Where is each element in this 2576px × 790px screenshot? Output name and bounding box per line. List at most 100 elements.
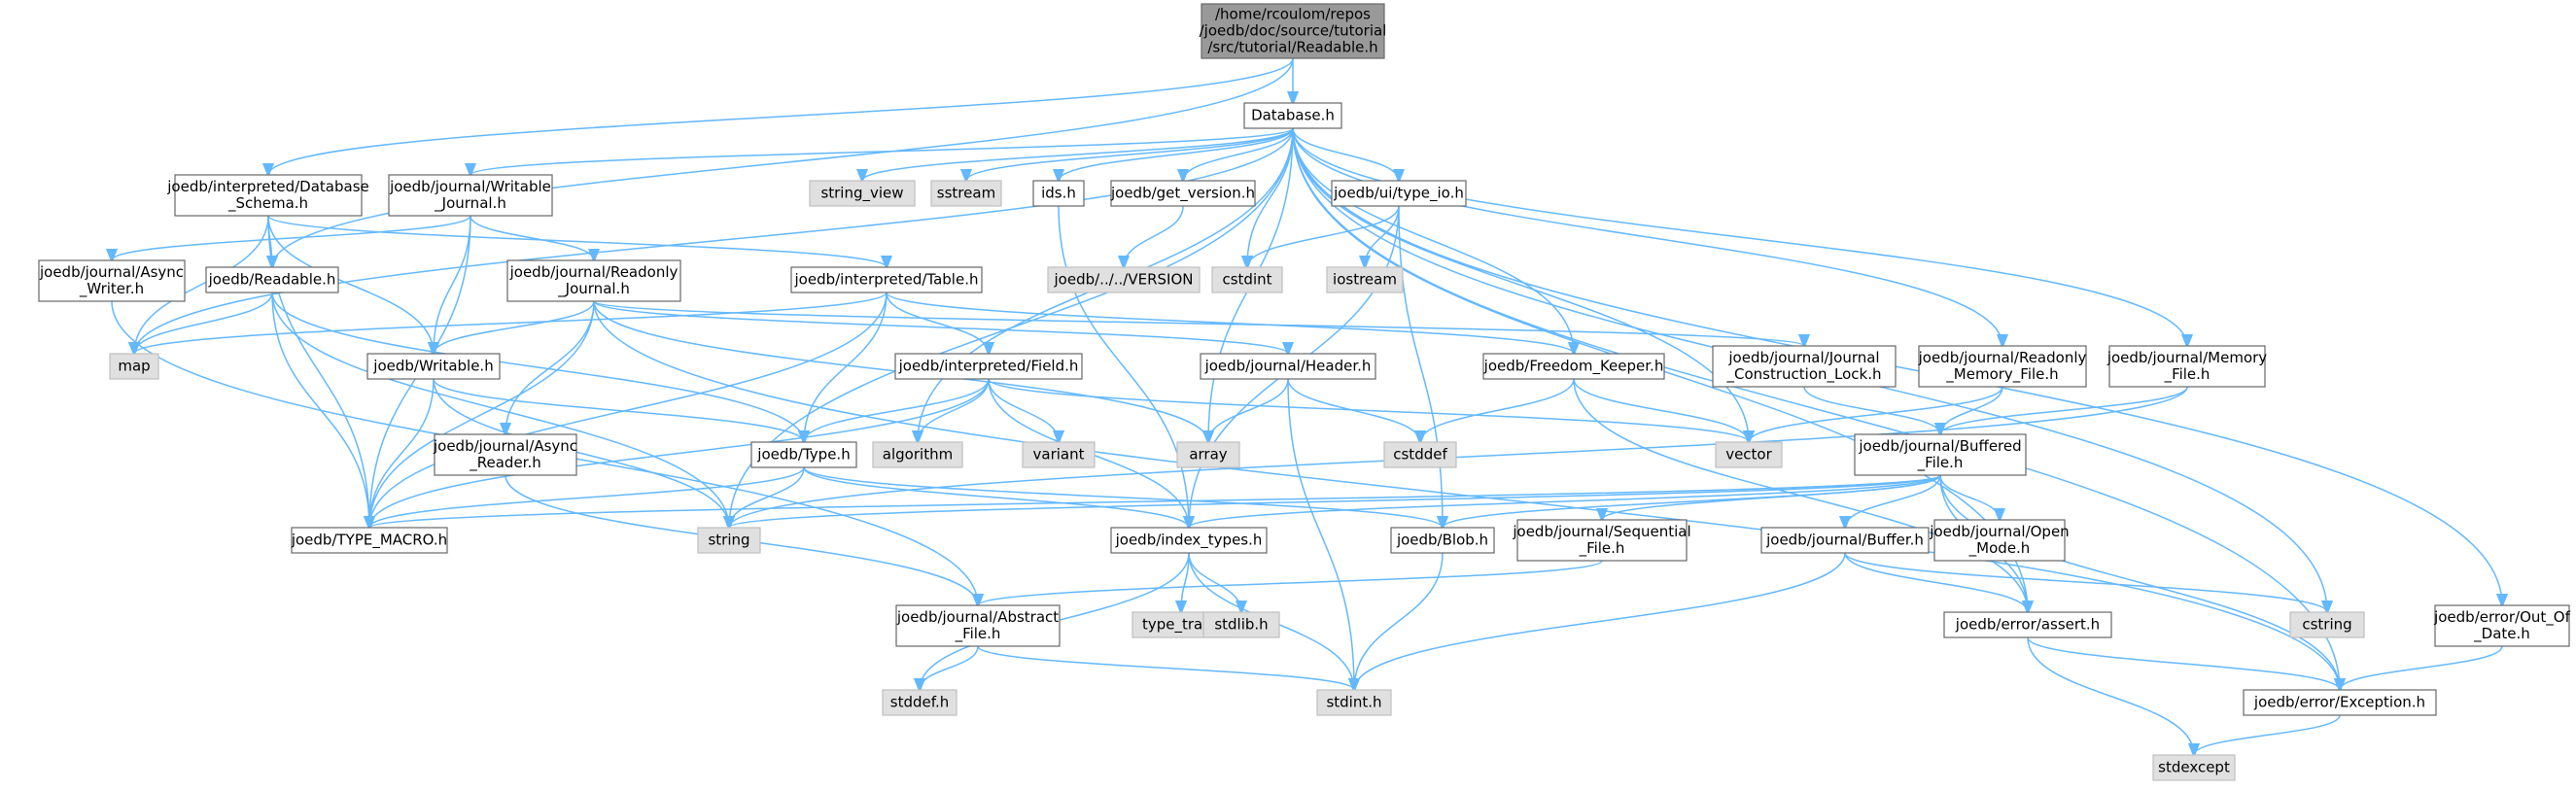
node-box [174,174,363,217]
node-label-line: /src/tutorial/Readable.h [1207,39,1377,56]
node-readable-root[interactable]: /home/rcoulom/repos/joedb/doc/source/tut… [1200,3,1387,59]
node-blob-h[interactable]: joedb/Blob.h [1390,527,1495,554]
node-label-line: joedb/TYPE_MACRO.h [291,532,447,550]
node-box [1918,345,2087,388]
node-box [930,180,1002,207]
node-journal-construction-lock[interactable]: joedb/journal/Journal_Construction_Lock.… [1712,345,1897,388]
node-interpreted-field[interactable]: joedb/interpreted/Field.h [894,353,1083,380]
edge-database_h-to-ids_h [1059,127,1294,181]
node-label-line: joedb/journal/Buffer.h [1765,532,1924,549]
edge-ids_h-to-index_types [1058,205,1189,528]
node-box [1383,441,1457,468]
node-type-macro[interactable]: joedb/TYPE_MACRO.h [291,527,448,554]
node-label-line: _Construction_Lock.h [1726,365,1882,384]
edge-database_h-to-error_out_of_date [1292,127,2502,605]
node-variant: variant [1022,441,1096,468]
edge-type_io-to-blob_h [1398,205,1443,528]
edge-sequential_file-to-abstract_file [978,560,1603,605]
node-box [1933,519,2066,562]
node-box [366,353,501,380]
node-label-line: joedb/../../VERSION [1054,271,1194,289]
node-label-line: cstddef [1393,446,1447,464]
edge-database_h-to-string_view [862,127,1294,181]
node-label-line: _Reader.h [469,454,540,472]
node-readable-h[interactable]: joedb/Readable.h [205,266,339,293]
node-box [506,259,681,302]
node-index-types[interactable]: joedb/index_types.h [1110,527,1268,554]
node-journal-async-reader[interactable]: joedb/journal/Async_Reader.h [433,433,577,476]
node-label-line: joedb/Freedom_Keeper.h [1483,358,1664,376]
node-journal-header[interactable]: joedb/journal/Header.h [1200,353,1376,380]
node-get-version[interactable]: joedb/get_version.h [1110,180,1256,207]
node-journal-buffer[interactable]: joedb/journal/Buffer.h [1760,527,1930,554]
node-journal-writable-journal[interactable]: joedb/journal/Writable_Journal.h [388,174,553,217]
edge-interpreted_field-to-variant [988,378,1059,442]
node-iostream: iostream [1326,266,1404,293]
node-label-line: joedb/journal/Journal [1727,349,1879,366]
node-label-line: joedb/interpreted/Table.h [794,271,979,289]
edge-readonly_memory_file-to-vector [1749,386,2003,442]
edge-database_h-to-map [134,127,1294,354]
node-label-line: joedb/Type.h [756,446,850,464]
node-label-line: _Date.h [2473,625,2530,643]
edge-journal_header-to-stdint_h [1287,378,1354,690]
edge-blob_h-to-stdint_h [1354,552,1444,690]
node-freedom-keeper[interactable]: joedb/Freedom_Keeper.h [1482,353,1665,380]
node-vector: vector [1715,441,1783,468]
node-box [109,353,159,380]
edge-interpreted_table-to-type_macro [369,292,888,528]
edge-freedom_keeper-to-cstddef [1420,378,1575,442]
node-error-out-of-date[interactable]: joedb/error/Out_Of_Date.h [2433,604,2571,647]
node-stdexcept: stdexcept [2152,754,2236,781]
node-box [809,180,916,207]
edge-error_assert-to-error_exception [2027,636,2340,690]
edge-interpreted_database_schema-to-map [134,215,269,354]
edge-buffered_file-to-error_exception [1939,474,2340,690]
edge-writable_h-to-string [433,378,729,528]
edge-interpreted_table-to-freedom_keeper [886,292,1574,354]
node-label-line: Database.h [1251,107,1335,124]
node-readonly-memory-file[interactable]: joedb/journal/Readonly_Memory_File.h [1918,345,2087,388]
node-label-line: _Journal.h [557,280,630,298]
node-label-line: joedb/journal/Async [433,437,577,455]
node-box [434,433,577,476]
node-label-line: stdlib.h [1214,616,1268,634]
node-label-line: stdexcept [2158,759,2230,776]
node-interpreted-database-schema[interactable]: joedb/interpreted/Database_Schema.h [166,174,369,217]
node-memory-file[interactable]: joedb/journal/Memory_File.h [2106,345,2267,388]
node-readonly-journal[interactable]: joedb/journal/Readonly_Journal.h [506,259,681,302]
node-box [697,527,761,554]
edge-journal_header-to-cstddef [1287,378,1420,442]
node-type-h[interactable]: joedb/Type.h [750,441,857,468]
node-buffered-file[interactable]: joedb/journal/Buffered_File.h [1854,433,2027,476]
node-error-assert[interactable]: joedb/error/assert.h [1943,611,2112,638]
node-label-line: type_traits [1142,616,1220,635]
node-stddef-h: stddef.h [882,689,957,716]
node-interpreted-table[interactable]: joedb/interpreted/Table.h [790,266,983,293]
edge-error_exception-to-stdexcept [2194,714,2341,755]
node-label-line: _Writer.h [79,280,144,298]
edge-database_h-to-readonly_memory_file [1292,127,2002,346]
edge-journal_buffer-to-stdint_h [1354,552,1846,690]
node-sequential-file[interactable]: joedb/journal/Sequential_File.h [1512,519,1691,562]
node-error-exception[interactable]: joedb/error/Exception.h [2243,689,2437,716]
edge-memory_file-to-buffered_file [1940,386,2188,434]
edge-interpreted_table-to-interpreted_field [886,292,989,354]
edge-readable_h-to-type_h [271,292,804,442]
node-database-h[interactable]: Database.h [1243,102,1342,129]
node-label-line: cstring [2302,616,2351,634]
node-ids-h[interactable]: ids.h [1032,180,1085,207]
edge-readonly_journal-to-journal_construction_lock [593,300,1804,346]
node-algorithm: algorithm [872,441,963,468]
node-type-io[interactable]: joedb/ui/type_io.h [1331,180,1467,207]
node-box [872,441,963,468]
node-journal-async-writer[interactable]: joedb/journal/Async_Writer.h [38,259,186,302]
node-abstract-file[interactable]: joedb/journal/Abstract_File.h [895,604,1061,647]
node-box [895,604,1061,647]
node-writable-h[interactable]: joedb/Writable.h [366,353,501,380]
edge-journal_writable_journal-to-journal_async_writer [112,215,471,260]
node-box [1712,345,1897,388]
node-open-mode[interactable]: joedb/journal/Open_Mode.h [1929,519,2070,562]
node-box [2434,604,2570,647]
